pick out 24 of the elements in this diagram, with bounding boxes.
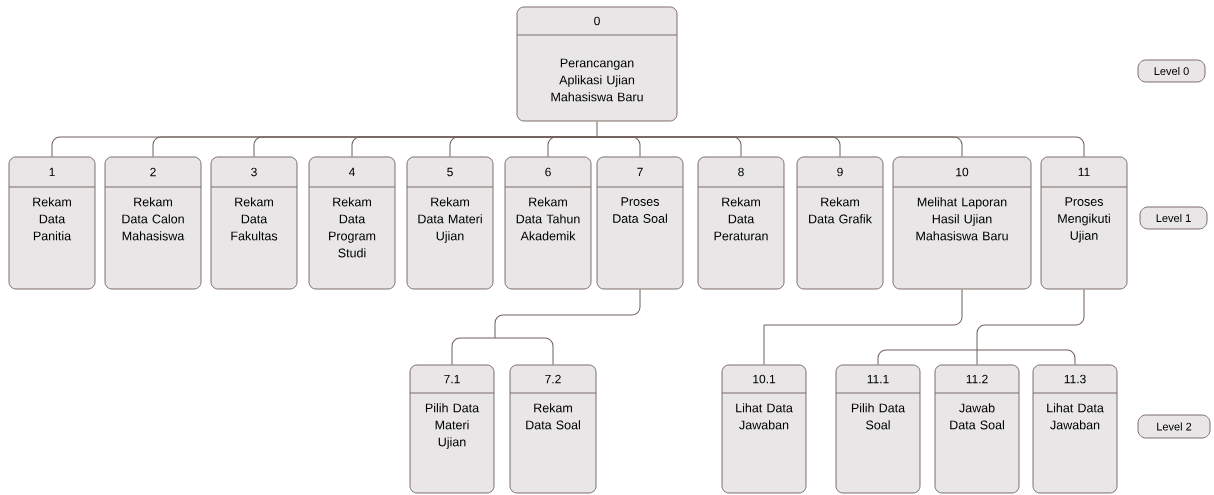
process-box: 7.2 Rekam Data Soal — [509, 364, 597, 494]
process-box: 7.1 Pilih Data Materi Ujian — [409, 364, 495, 494]
process-box: 0 Perancangan Aplikasi Ujian Mahasiswa Baru — [516, 6, 678, 122]
connector-line — [51, 120, 1085, 158]
connector-line — [763, 288, 963, 366]
process-box: 8 Rekam Data Peraturan — [697, 156, 785, 290]
process-box: 11 Proses Mengikuti Ujian — [1040, 156, 1128, 290]
process-box: 11.2 Jawab Data Soal — [934, 364, 1020, 494]
level-label: Level 1 — [1139, 206, 1208, 230]
process-box: 10.1 Lihat Data Jawaban — [721, 364, 807, 494]
process-box: 1 Rekam Data Panitia — [8, 156, 96, 290]
process-box: 3 Rekam Data Fakultas — [210, 156, 298, 290]
level-label: Level 2 — [1137, 414, 1211, 439]
process-box: 11.3 Lihat Data Jawaban — [1032, 364, 1118, 494]
process-box: 5 Rekam Data Materi Ujian — [406, 156, 494, 290]
level-label: Level 0 — [1137, 59, 1206, 83]
process-box: 2 Rekam Data Calon Mahasiswa — [104, 156, 202, 290]
connector-line — [451, 288, 641, 366]
process-box: 11.1 Pilih Data Soal — [835, 364, 921, 494]
process-box: 4 Rekam Data Program Studi — [308, 156, 396, 290]
process-box: 10 Melihat Laporan Hasil Ujian Mahasiswa Baru — [892, 156, 1032, 290]
process-box: 6 Rekam Data Tahun Akademik — [504, 156, 592, 290]
process-box: 9 Rekam Data Grafik — [796, 156, 884, 290]
process-box: 7 Proses Data Soal — [596, 156, 684, 290]
